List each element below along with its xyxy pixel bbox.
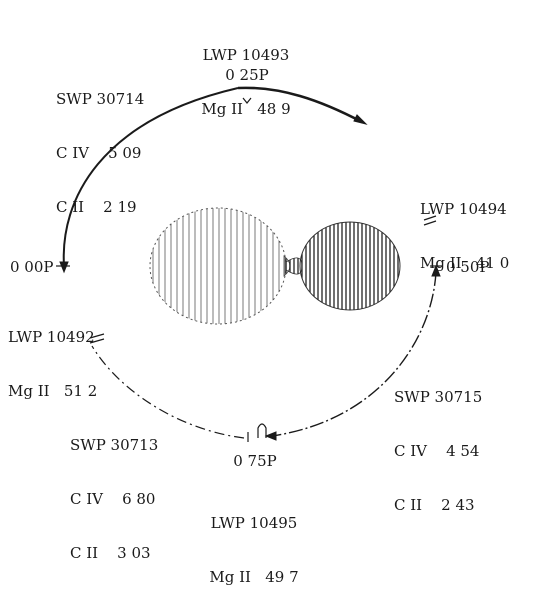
primary-star	[150, 208, 286, 324]
swp-upper-left-cii: C II 2 19	[56, 198, 144, 216]
lwp-bottom-mg: Mg II 49 7	[194, 568, 314, 586]
lwp-top-mg: Mg II 48 9	[186, 100, 306, 118]
phase-075-label: 0 75P	[218, 452, 292, 470]
arrow-bottom-icon	[266, 432, 276, 440]
secondary-star	[300, 222, 400, 310]
swp-lower-left-civ: C IV 6 80	[70, 490, 158, 508]
lwp-bottom-label: LWP 10495 Mg II 49 7	[194, 478, 314, 604]
swp-upper-left-civ: C IV 5 09	[56, 144, 144, 162]
swp-lower-right-civ: C IV 4 54	[394, 442, 482, 460]
lwp-left-mg: Mg II 51 2	[8, 382, 97, 400]
arrow-upper-right-icon	[354, 115, 366, 124]
swp-upper-left-label: SWP 30714 C IV 5 09 C II 2 19	[56, 54, 144, 234]
phase-050-label: 0 50P	[446, 258, 490, 276]
lwp-top-id: LWP 10493	[186, 46, 306, 64]
lwp-right-id: LWP 10494	[420, 200, 509, 218]
swp-upper-left-id: SWP 30714	[56, 90, 144, 108]
swp-lower-left-cii: C II 3 03	[70, 544, 158, 562]
phase-025-label: 0 25P	[214, 66, 280, 84]
swp-lower-right-cii: C II 2 43	[394, 496, 482, 514]
binary-star-figure	[150, 208, 400, 324]
swp-lower-left-id: SWP 30713	[70, 436, 158, 454]
arrow-left-icon	[60, 262, 68, 272]
phase-000-label: 0 00P	[10, 258, 54, 276]
lwp-left-id: LWP 10492	[8, 328, 97, 346]
marker-bottom-lwp-icon	[258, 424, 266, 438]
swp-lower-right-label: SWP 30715 C IV 4 54 C II 2 43	[394, 352, 482, 532]
inner-lobe	[286, 258, 302, 274]
swp-lower-right-id: SWP 30715	[394, 388, 482, 406]
swp-lower-left-label: SWP 30713 C IV 6 80 C II 3 03	[70, 400, 158, 580]
